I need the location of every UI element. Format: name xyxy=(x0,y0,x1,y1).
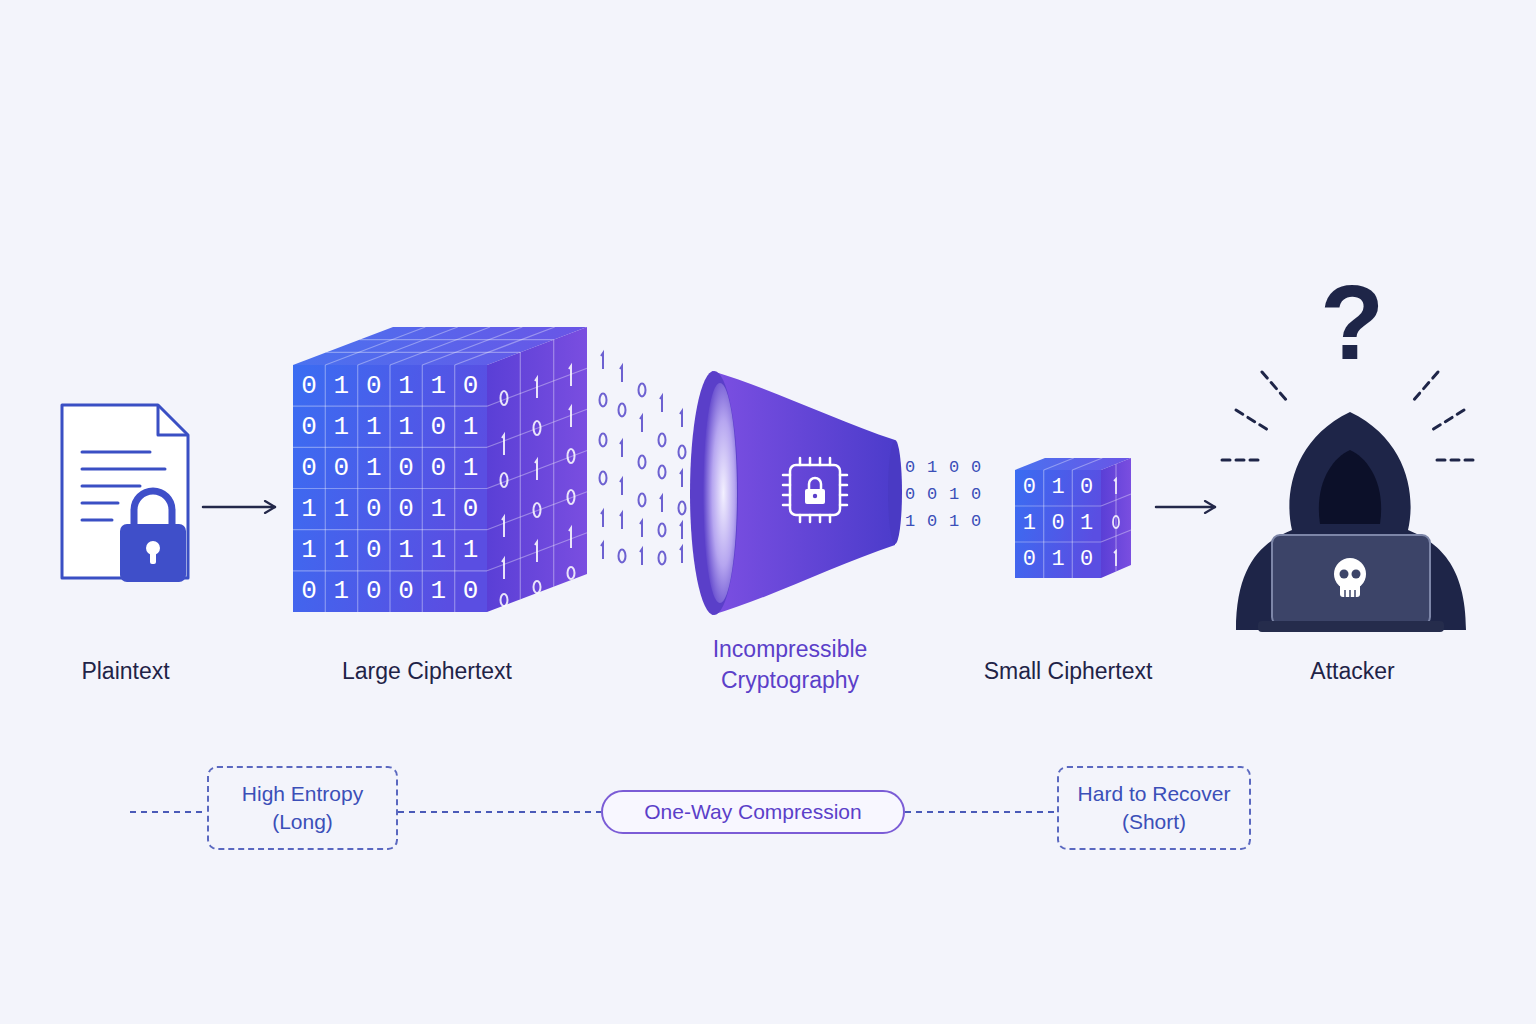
bit-row: 0 1 0 xyxy=(1023,549,1095,571)
funnel-node: Incompressible Cryptography xyxy=(685,365,895,700)
note-box: Hard to Recover (Short) xyxy=(1057,766,1251,850)
bit-stream xyxy=(600,353,704,565)
bit-row: 0 1 0 xyxy=(1023,477,1095,499)
dashed-connector xyxy=(398,811,601,813)
plaintext-node: Plaintext xyxy=(48,400,203,690)
node-label: One-Way Compression xyxy=(644,799,861,824)
question-mark: ? xyxy=(1320,270,1384,375)
document-icon xyxy=(62,405,188,582)
bit-row: 0 0 1 0 0 1 xyxy=(301,455,479,481)
node-label: Attacker xyxy=(1310,658,1394,686)
attacker-figure xyxy=(1222,372,1477,632)
node-label: Plaintext xyxy=(81,658,169,686)
process-pill: One-Way Compression xyxy=(601,790,905,834)
large-cube xyxy=(293,327,587,612)
compression-funnel xyxy=(690,371,902,615)
small-cube xyxy=(1015,458,1131,578)
node-label: Incompressible Cryptography xyxy=(685,634,895,696)
node-label: Small Ciphertext xyxy=(984,658,1153,686)
bit-row: 0 1 0 0 1 0 xyxy=(301,578,479,604)
arrow-connector xyxy=(1156,506,1215,509)
bit-stream-row: 0 0 1 0 xyxy=(905,486,982,503)
note-box: High Entropy (Long) xyxy=(207,766,398,850)
dashed-lead xyxy=(130,811,207,813)
bit-row: 1 0 1 xyxy=(1023,513,1095,535)
bit-row: 0 1 1 1 0 1 xyxy=(301,414,479,440)
bit-stream-row: 0 1 0 0 xyxy=(905,459,982,476)
dashed-connector xyxy=(905,811,1057,813)
bit-row: 0 1 0 1 1 0 xyxy=(301,373,479,399)
arrow-connector xyxy=(203,506,275,509)
node-label: High Entropy (Long) xyxy=(228,780,378,837)
bit-stream-row: 1 0 1 0 xyxy=(905,513,982,530)
node-label: Large Ciphertext xyxy=(342,658,512,686)
bit-row: 1 1 0 1 1 1 xyxy=(301,537,479,563)
node-label: Hard to Recover (Short) xyxy=(1065,780,1243,837)
bit-row: 1 1 0 0 1 0 xyxy=(301,496,479,522)
